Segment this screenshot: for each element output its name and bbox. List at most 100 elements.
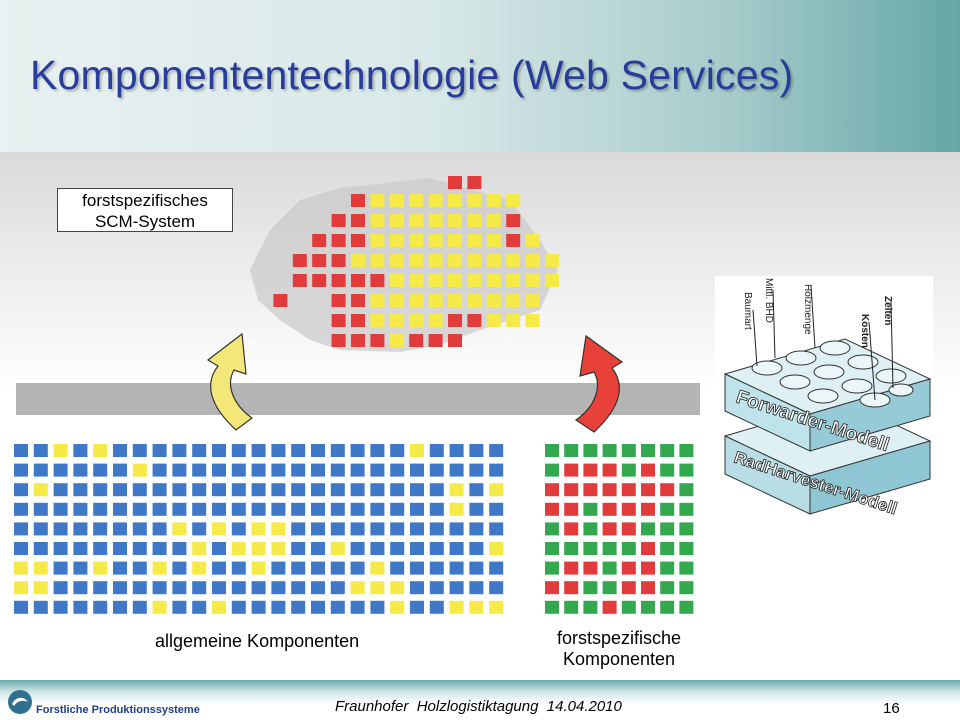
component-square — [231, 600, 246, 614]
component-square — [251, 561, 266, 575]
component-square — [545, 463, 559, 477]
component-square — [564, 522, 579, 536]
component-square — [271, 502, 286, 516]
component-square — [14, 522, 28, 536]
arrow-up-right-icon — [574, 334, 624, 433]
component-square — [641, 502, 655, 516]
component-square — [641, 581, 655, 595]
component-square — [602, 581, 617, 595]
component-square — [53, 444, 68, 457]
component-square — [192, 502, 207, 516]
component-square — [33, 600, 48, 614]
component-square — [660, 542, 675, 555]
component-square — [152, 542, 167, 555]
component-square — [545, 254, 559, 267]
component-square — [409, 194, 424, 207]
component-square — [271, 542, 286, 555]
component-square — [291, 444, 306, 457]
label-mittl-bhd: Mittl. BHD — [763, 278, 774, 323]
component-square — [311, 502, 325, 516]
component-square — [251, 502, 266, 516]
component-square — [489, 561, 504, 575]
component-square — [291, 483, 306, 497]
component-square — [33, 522, 48, 536]
component-square — [271, 581, 286, 595]
component-square — [251, 581, 266, 595]
component-square — [525, 294, 540, 307]
component-square — [251, 600, 266, 614]
component-square — [231, 444, 246, 457]
component-square — [271, 444, 286, 457]
component-square — [152, 561, 167, 575]
component-square — [192, 522, 207, 536]
component-square — [449, 444, 464, 457]
component-square — [409, 294, 424, 307]
component-square — [73, 542, 88, 555]
label-specific-line1: forstspezifische — [556, 628, 682, 648]
component-square — [389, 194, 404, 207]
component-square — [390, 581, 405, 595]
component-square — [390, 463, 405, 477]
component-square — [311, 542, 325, 555]
general-components-grid — [14, 444, 504, 614]
component-square — [449, 502, 464, 516]
component-square — [311, 581, 325, 595]
component-square — [660, 483, 675, 497]
component-square — [350, 502, 365, 516]
component-square — [132, 600, 147, 614]
component-square — [113, 483, 127, 497]
component-square — [489, 444, 504, 457]
component-square — [311, 463, 325, 477]
component-square — [330, 483, 345, 497]
component-square — [410, 561, 424, 575]
component-square — [330, 444, 345, 457]
component-square — [389, 254, 404, 267]
component-square — [641, 542, 655, 555]
component-square — [583, 444, 598, 457]
component-square — [231, 542, 246, 555]
component-square — [486, 234, 501, 247]
component-square — [212, 444, 226, 457]
component-square — [448, 254, 462, 267]
component-square — [660, 444, 675, 457]
component-square — [292, 274, 307, 287]
component-square — [545, 522, 559, 536]
component-square — [390, 600, 405, 614]
component-square — [641, 483, 655, 497]
component-square — [621, 463, 636, 477]
component-square — [33, 483, 48, 497]
page-number: 16 — [883, 700, 900, 717]
component-square — [583, 522, 598, 536]
component-square — [351, 234, 365, 247]
scm-box-line1: forstspezifisches — [82, 191, 208, 210]
component-square — [583, 542, 598, 555]
component-square — [428, 314, 443, 327]
component-square — [390, 542, 405, 555]
component-square — [506, 274, 521, 287]
component-square — [583, 581, 598, 595]
component-square — [410, 522, 424, 536]
component-square — [390, 483, 405, 497]
middleware-bar — [16, 383, 700, 415]
component-square — [212, 581, 226, 595]
component-square — [660, 600, 675, 614]
component-square — [113, 463, 127, 477]
component-square — [525, 274, 540, 287]
component-square — [172, 463, 187, 477]
component-square — [113, 561, 127, 575]
component-square — [409, 214, 424, 227]
component-square — [449, 463, 464, 477]
label-specific-components: forstspezifische Komponenten — [548, 628, 690, 670]
component-square — [73, 483, 88, 497]
component-square — [292, 254, 307, 267]
component-square — [132, 542, 147, 555]
component-square — [449, 561, 464, 575]
component-square — [172, 561, 187, 575]
component-square — [73, 444, 88, 457]
component-square — [350, 522, 365, 536]
component-square — [93, 561, 108, 575]
component-square — [506, 254, 521, 267]
component-square — [679, 483, 694, 497]
component-square — [469, 483, 484, 497]
component-square — [132, 502, 147, 516]
